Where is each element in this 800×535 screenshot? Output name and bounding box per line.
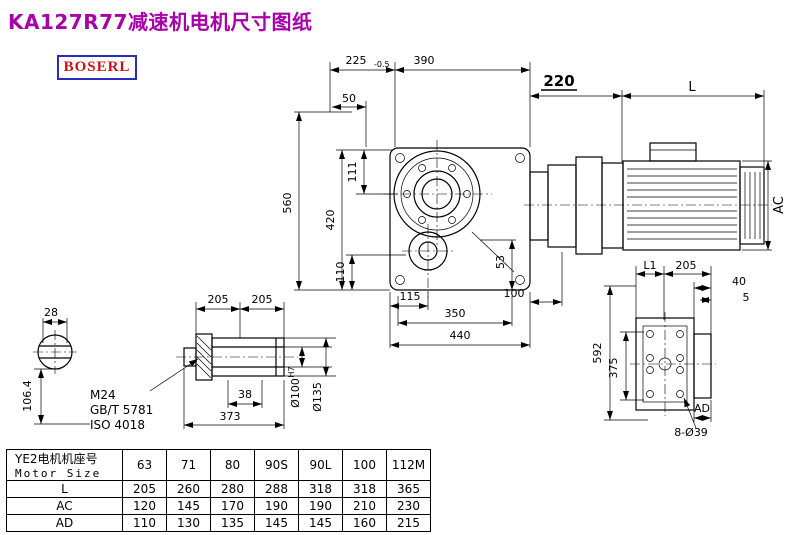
cell-AC-6: 230 [386, 497, 431, 515]
cell-AC-5: 210 [342, 497, 387, 515]
cell-L-2: 280 [210, 480, 255, 498]
cell-L-4: 318 [298, 480, 343, 498]
motor-fins [627, 168, 737, 240]
dim-110-label: 110 [334, 262, 347, 283]
bolt-spec-gbt5781-label: GB/T 5781 [90, 403, 153, 417]
dim-205-left-label: 205 [208, 293, 229, 306]
boserl-logo: BOSERL [57, 55, 137, 80]
dim-53-label: 53 [494, 255, 507, 269]
cell-AD-3: 145 [254, 514, 299, 532]
table-row-header-line1: YE2电机机座号 [15, 452, 98, 466]
bolt-spec-iso4018-label: ISO 4018 [90, 418, 145, 432]
dim-38-label: 38 [238, 388, 252, 401]
hatching [196, 335, 212, 379]
dimension-lines [34, 62, 772, 429]
dim-8-39-label: 8-Ø39 [674, 426, 708, 439]
cell-L-0: 205 [122, 480, 167, 498]
dim-115-label: 115 [400, 290, 421, 303]
gearbox-front-view [383, 140, 531, 298]
cell-L-1: 260 [166, 480, 211, 498]
dim-5-label: 5 [743, 291, 750, 304]
table-row-L: L 205 260 280 288 318 318 365 [6, 480, 431, 498]
dim-390-label: 390 [414, 54, 435, 67]
dim-L-label: L [688, 80, 696, 95]
dim-40-label: 40 [732, 275, 746, 288]
dim-50-label: 50 [342, 92, 356, 105]
table-col-header-112M: 112M [386, 449, 431, 481]
fan-cover [739, 166, 765, 245]
dim-L1-label: L1 [643, 259, 656, 272]
hollow-shaft-detail-view [176, 333, 298, 381]
dim-350-label: 350 [445, 307, 466, 320]
cell-AD-2: 135 [210, 514, 255, 532]
dim-592-label: 592 [591, 343, 604, 364]
dim-135-label: Ø135 [311, 382, 324, 412]
dim-373-label: 373 [220, 410, 241, 423]
dim-100-label: 100 [504, 287, 525, 300]
table-col-header-90L: 90L [298, 449, 343, 481]
dim-28-label: 28 [44, 306, 58, 319]
cell-AD-6: 215 [386, 514, 431, 532]
cell-AC-3: 190 [254, 497, 299, 515]
terminal-box [649, 142, 697, 162]
dim-100H7-sup-label: H7 [287, 366, 296, 377]
dim-106-4-label: 106.4 [21, 380, 34, 412]
dim-440-label: 440 [450, 329, 471, 342]
cell-AC-0: 120 [122, 497, 167, 515]
cell-AC-2: 170 [210, 497, 255, 515]
dim-111-label: 111 [346, 162, 359, 183]
table-col-header-90S: 90S [254, 449, 299, 481]
cell-L-3: 288 [254, 480, 299, 498]
table-row-AD: AD 110 130 135 145 145 160 215 [6, 514, 431, 532]
cell-AD-4: 145 [298, 514, 343, 532]
table-row-header: YE2电机机座号 Motor Size [6, 449, 123, 481]
dim-205-right-label: 205 [252, 293, 273, 306]
dim-560-label: 560 [281, 193, 294, 214]
dim-AC-label: AC [772, 196, 787, 214]
table-col-header-63: 63 [122, 449, 167, 481]
cell-AD-1: 130 [166, 514, 211, 532]
dim-375-label: 375 [607, 358, 620, 379]
cell-AD-0: 110 [122, 514, 167, 532]
cell-AC-1: 145 [166, 497, 211, 515]
dim-225-tolerance-label: -0.5 [374, 60, 390, 69]
table-col-header-100: 100 [342, 449, 387, 481]
shaft-section-view [33, 330, 77, 374]
row-label-AC: AC [6, 497, 123, 515]
motor-size-table: YE2电机机座号 Motor Size 63 71 80 90S 90L 100… [6, 449, 431, 532]
table-row-header-line2: Motor Size [15, 467, 102, 480]
dim-AD-label: AD [694, 402, 710, 415]
row-label-L: L [6, 480, 123, 498]
dim-100H7-label: Ø100 [289, 378, 302, 408]
row-label-AD: AD [6, 514, 123, 532]
cell-AC-4: 190 [298, 497, 343, 515]
dim-225-label: 225 [346, 54, 367, 67]
flange-rear-view [630, 312, 716, 416]
table-col-header-71: 71 [166, 449, 211, 481]
table-header-row: YE2电机机座号 Motor Size 63 71 80 90S 90L 100… [6, 449, 431, 481]
table-row-AC: AC 120 145 170 190 190 210 230 [6, 497, 431, 515]
dim-220-label: 220 [543, 72, 574, 90]
cell-AD-5: 160 [342, 514, 387, 532]
dim-420-label: 420 [324, 210, 337, 231]
cell-L-5: 318 [342, 480, 387, 498]
bolt-spec-m24-label: M24 [90, 388, 116, 402]
dim-205-flange-label: 205 [676, 259, 697, 272]
table-col-header-80: 80 [210, 449, 255, 481]
motor-side-view [524, 142, 772, 255]
page-title: KA127R77减速机电机尺寸图纸 [8, 10, 313, 34]
dimension-labels: 225 -0.5 390 220 L 50 560 420 111 110 11… [21, 54, 787, 439]
cell-L-6: 365 [386, 480, 431, 498]
